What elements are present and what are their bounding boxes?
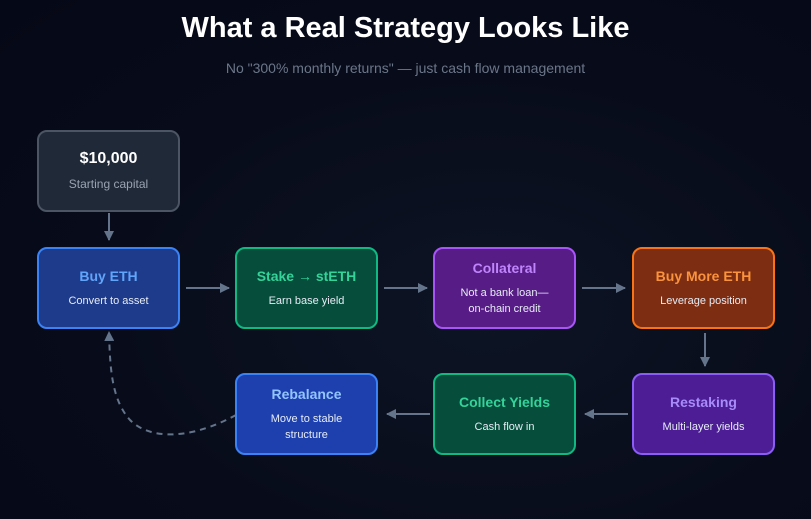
node-subtitle: Convert to asset: [68, 294, 149, 307]
node-subtitle-line2: on-chain credit: [468, 302, 541, 315]
node-subtitle-line2: structure: [285, 428, 328, 441]
node-subtitle: Cash flow in: [474, 420, 535, 433]
node-subtitle: Earn base yield: [268, 294, 345, 307]
node-buy-more-eth: Buy More ETH Leverage position: [632, 247, 775, 329]
node-title: Stake → stETH: [256, 267, 357, 284]
node-subtitle-line1: Not a bank loan—: [460, 286, 549, 299]
node-title: $10,000: [79, 150, 138, 167]
node-subtitle: Multi-layer yields: [662, 420, 745, 433]
node-subtitle: Starting capital: [68, 177, 149, 191]
node-stake: Stake → stETH Earn base yield: [235, 247, 378, 329]
node-subtitle-line1: Move to stable: [270, 412, 343, 425]
node-restaking: Restaking Multi-layer yields: [632, 373, 775, 455]
node-rebalance: Rebalance Move to stable structure: [235, 373, 378, 455]
node-collateral: Collateral Not a bank loan— on-chain cre…: [433, 247, 576, 329]
node-title: Rebalance: [271, 385, 342, 402]
node-title: Buy More ETH: [655, 267, 752, 284]
node-title: Collateral: [472, 259, 537, 276]
node-buy-eth: Buy ETH Convert to asset: [37, 247, 180, 329]
node-collect-yields: Collect Yields Cash flow in: [433, 373, 576, 455]
node-subtitle: Leverage position: [660, 294, 747, 307]
page-subtitle: No "300% monthly returns" — just cash fl…: [225, 60, 586, 76]
node-starting-capital: $10,000 Starting capital: [37, 130, 180, 212]
node-title: Restaking: [670, 393, 737, 410]
node-title: Buy ETH: [79, 267, 138, 284]
node-title: Collect Yields: [458, 393, 551, 410]
edge-rebalance-to-buy-eth: [104, 331, 237, 436]
page-title: What a Real Strategy Looks Like: [181, 12, 630, 44]
